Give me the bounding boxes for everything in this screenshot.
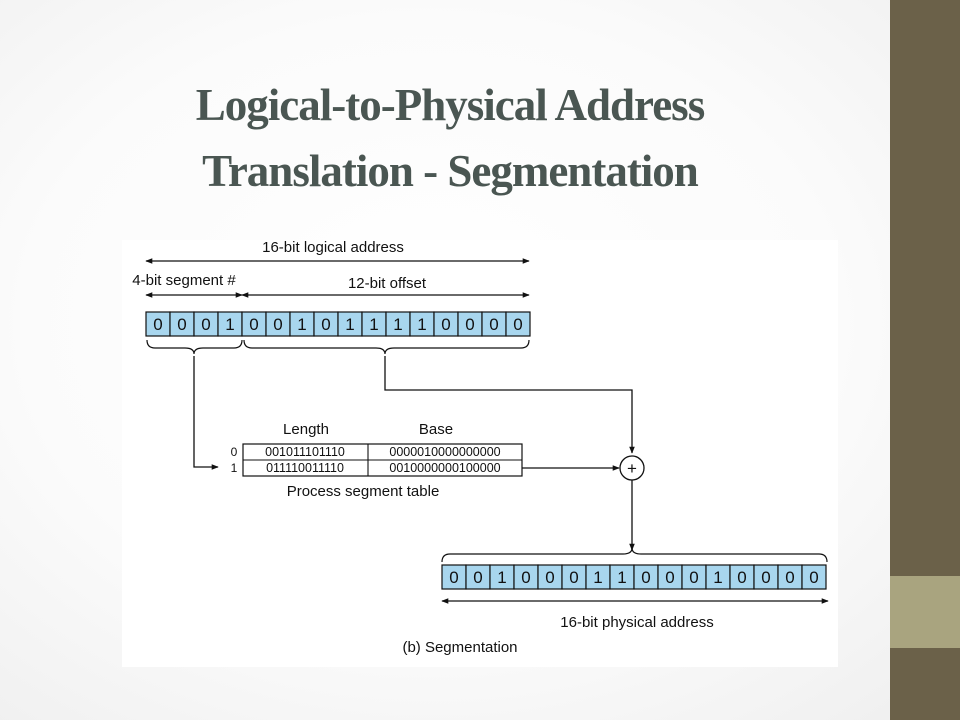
- logical-bit-1: 0: [177, 315, 186, 334]
- logical-bit-8: 1: [345, 315, 354, 334]
- physical-cell-6: [585, 564, 611, 590]
- physical-bit-4: 0: [545, 568, 554, 587]
- physical-cell-9: [657, 564, 683, 590]
- physical-bit-11: 1: [713, 568, 722, 587]
- adder-node: +: [619, 455, 645, 481]
- process-segment-table: 0 1 001011101110 0000010000000000 011110…: [231, 443, 523, 477]
- logical-address-label: 16-bit logical address: [262, 240, 404, 256]
- table-base-header: Base: [419, 421, 453, 438]
- logical-bit-0: 0: [153, 315, 162, 334]
- logical-cell-11: [409, 311, 435, 337]
- physical-bit-3: 0: [521, 568, 530, 587]
- slide-title: Logical-to-Physical Address Translation …: [40, 72, 860, 204]
- logical-bit-2: 0: [201, 315, 210, 334]
- logical-cell-9: [361, 311, 387, 337]
- physical-cell-7: [609, 564, 635, 590]
- logical-cell-3: [217, 311, 243, 337]
- logical-bit-15: 0: [513, 315, 522, 334]
- physical-bit-10: 0: [689, 568, 698, 587]
- physical-address-brace: [441, 547, 828, 563]
- segment-lookup-arrow: [193, 356, 219, 470]
- logical-bit-3: 1: [225, 315, 234, 334]
- logical-bit-5: 0: [273, 315, 282, 334]
- slide-title-line-1: Logical-to-Physical Address: [195, 80, 705, 130]
- logical-cell-15: [505, 311, 531, 337]
- offset-to-adder-arrow: [384, 356, 635, 454]
- physical-bit-1: 0: [473, 568, 482, 587]
- physical-cell-1: [465, 564, 491, 590]
- physical-bit-13: 0: [761, 568, 770, 587]
- side-band-dark-bottom: [890, 648, 960, 720]
- physical-bit-14: 0: [785, 568, 794, 587]
- logical-cell-7: [313, 311, 339, 337]
- table-length-header: Length: [283, 421, 329, 438]
- table-row-0-length: 001011101110: [265, 445, 345, 459]
- table-row-0-base: 0000010000000000: [389, 445, 500, 459]
- physical-bit-6: 1: [593, 568, 602, 587]
- physical-bit-8: 0: [641, 568, 650, 587]
- logical-cell-12: [433, 311, 459, 337]
- logical-cell-13: [457, 311, 483, 337]
- physical-bit-7: 1: [617, 568, 626, 587]
- physical-address-label: 16-bit physical address: [560, 614, 713, 631]
- table-row-1-index: 1: [231, 461, 238, 475]
- logical-cell-10: [385, 311, 411, 337]
- logical-bit-4: 0: [249, 315, 258, 334]
- logical-bit-10: 1: [393, 315, 402, 334]
- side-band-dark-top: [890, 0, 960, 576]
- logical-cell-1: [169, 311, 195, 337]
- physical-cell-10: [681, 564, 707, 590]
- table-row-1-base: 0010000000100000: [389, 461, 500, 475]
- physical-bit-12: 0: [737, 568, 746, 587]
- segment-number-label: 4-bit segment #: [132, 272, 236, 289]
- logical-bit-6: 1: [297, 315, 306, 334]
- segmentation-diagram: 16-bit logical address 4-bit segment # 1…: [132, 240, 829, 656]
- logical-cell-14: [481, 311, 507, 337]
- segment-brace: [146, 339, 243, 355]
- table-row-0-index: 0: [231, 445, 238, 459]
- physical-bit-9: 0: [665, 568, 674, 587]
- physical-cell-0: [441, 564, 467, 590]
- logical-cell-2: [193, 311, 219, 337]
- logical-cell-4: [241, 311, 267, 337]
- physical-bit-15: 0: [809, 568, 818, 587]
- logical-bit-14: 0: [489, 315, 498, 334]
- logical-bit-9: 1: [369, 315, 378, 334]
- figure-caption: (b) Segmentation: [402, 639, 517, 656]
- logical-bit-7: 0: [321, 315, 330, 334]
- offset-label: 12-bit offset: [348, 275, 427, 292]
- logical-bit-11: 1: [417, 315, 426, 334]
- logical-cell-0: [145, 311, 171, 337]
- adder-symbol: +: [627, 459, 637, 478]
- physical-cell-2: [489, 564, 515, 590]
- offset-brace: [243, 339, 530, 355]
- physical-bit-0: 0: [449, 568, 458, 587]
- slide-title-line-2: Translation - Segmentation: [202, 146, 699, 196]
- physical-cell-15: [801, 564, 827, 590]
- physical-bit-5: 0: [569, 568, 578, 587]
- physical-bit-2: 1: [497, 568, 506, 587]
- table-row-1-length: 011110011110: [266, 461, 344, 475]
- logical-cell-5: [265, 311, 291, 337]
- logical-bit-13: 0: [465, 315, 474, 334]
- physical-cell-8: [633, 564, 659, 590]
- segmentation-figure: 16-bit logical address 4-bit segment # 1…: [122, 240, 838, 667]
- physical-cell-11: [705, 564, 731, 590]
- table-caption: Process segment table: [287, 483, 440, 500]
- side-band-light: [890, 576, 960, 648]
- logical-bit-12: 0: [441, 315, 450, 334]
